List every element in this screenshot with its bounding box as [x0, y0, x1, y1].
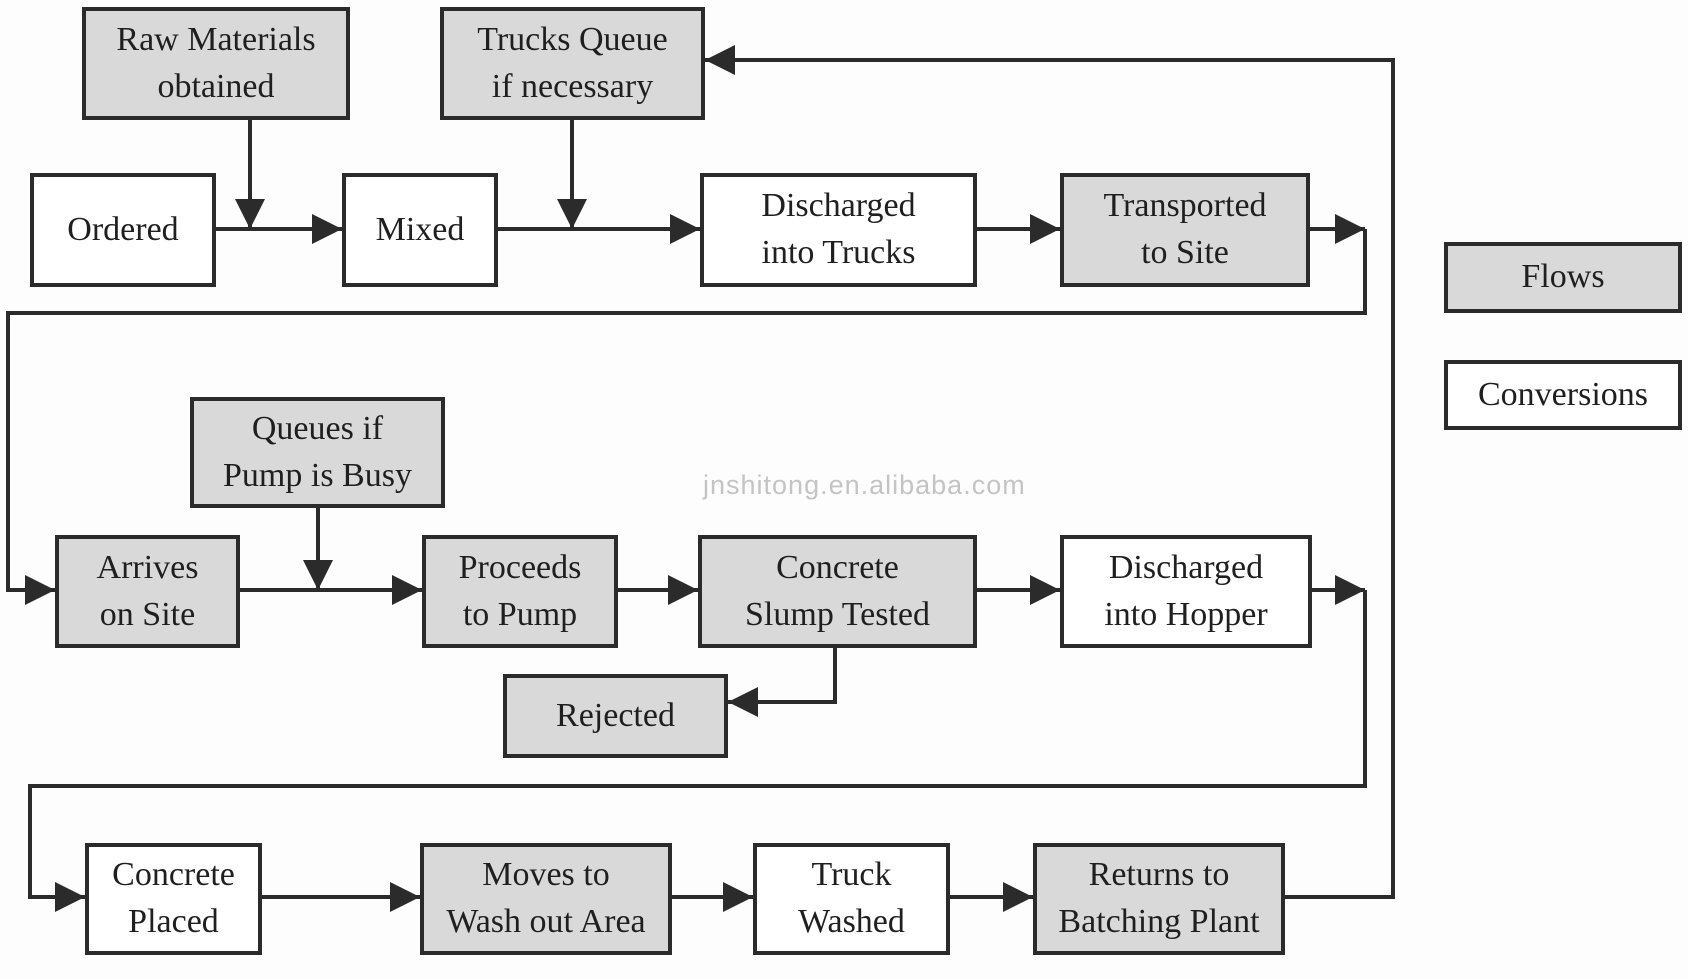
node-discharged-into-trucks: Discharged into Trucks [700, 173, 977, 287]
node-raw-materials: Raw Materials obtained [82, 7, 350, 120]
watermark-text: jnshitong.en.alibaba.com [703, 470, 1026, 500]
connector-returns-to-trucks-queue [705, 45, 1395, 899]
node-trucks-queue: Trucks Queue if necessary [440, 7, 705, 120]
node-queues-if-pump-busy: Queues if Pump is Busy [190, 397, 445, 508]
connector-transported-to-arrives [6, 229, 1367, 605]
connector-slump-to-rejected [728, 648, 837, 717]
node-returns-to-batching-plant: Returns to Batching Plant [1033, 843, 1285, 955]
node-mixed: Mixed [342, 173, 498, 287]
legend-flows: Flows [1444, 242, 1682, 313]
connector-hopper-to-placed [28, 590, 1367, 912]
node-rejected: Rejected [503, 674, 728, 758]
node-concrete-placed: Concrete Placed [85, 843, 262, 955]
node-moves-to-washout-area: Moves to Wash out Area [420, 843, 672, 955]
node-concrete-slump-tested: Concrete Slump Tested [698, 535, 977, 648]
legend-conversions: Conversions [1444, 360, 1682, 430]
node-truck-washed: Truck Washed [753, 843, 950, 955]
node-discharged-into-hopper: Discharged into Hopper [1060, 535, 1312, 648]
node-ordered: Ordered [30, 173, 216, 287]
node-proceeds-to-pump: Proceeds to Pump [422, 535, 618, 648]
node-arrives-on-site: Arrives on Site [55, 535, 240, 648]
node-transported-to-site: Transported to Site [1060, 173, 1310, 287]
